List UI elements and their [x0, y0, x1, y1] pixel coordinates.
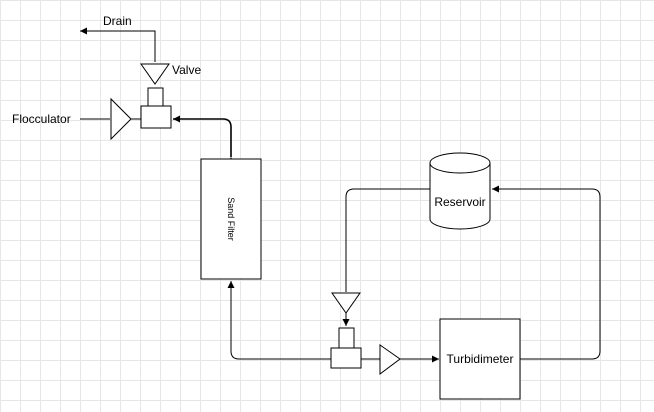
flocculator-triangle[interactable]	[110, 97, 132, 141]
reservoir-to-valve-connector[interactable]	[345, 188, 430, 292]
drain-label: Drain	[103, 14, 132, 28]
sand-filter[interactable]	[200, 158, 262, 280]
turbidimeter-label: Turbidimeter	[447, 352, 514, 366]
valve-to-filter-connector[interactable]	[227, 281, 331, 360]
valve-triangle[interactable]	[140, 63, 170, 85]
flocculator-label: Flocculator	[12, 112, 71, 126]
lower-valve-triangle[interactable]	[331, 292, 361, 314]
lower-valve-body-bottom[interactable]	[330, 347, 362, 369]
valve-filter-connector[interactable]	[173, 115, 235, 164]
drain-connector[interactable]	[80, 27, 156, 62]
valve-body-top[interactable]	[147, 87, 164, 107]
valve-body-bottom[interactable]	[140, 105, 172, 129]
lower-valve-body-top[interactable]	[338, 327, 355, 349]
turbidimeter-to-reservoir-connector[interactable]	[492, 185, 601, 360]
pump-triangle[interactable]	[379, 344, 401, 375]
reservoir[interactable]	[429, 152, 491, 230]
reservoir-rim	[429, 162, 491, 174]
sand-filter-label: Sand Filter	[226, 197, 236, 241]
reservoir-label: Reservoir	[434, 195, 485, 209]
valve-label: Valve	[172, 63, 201, 77]
